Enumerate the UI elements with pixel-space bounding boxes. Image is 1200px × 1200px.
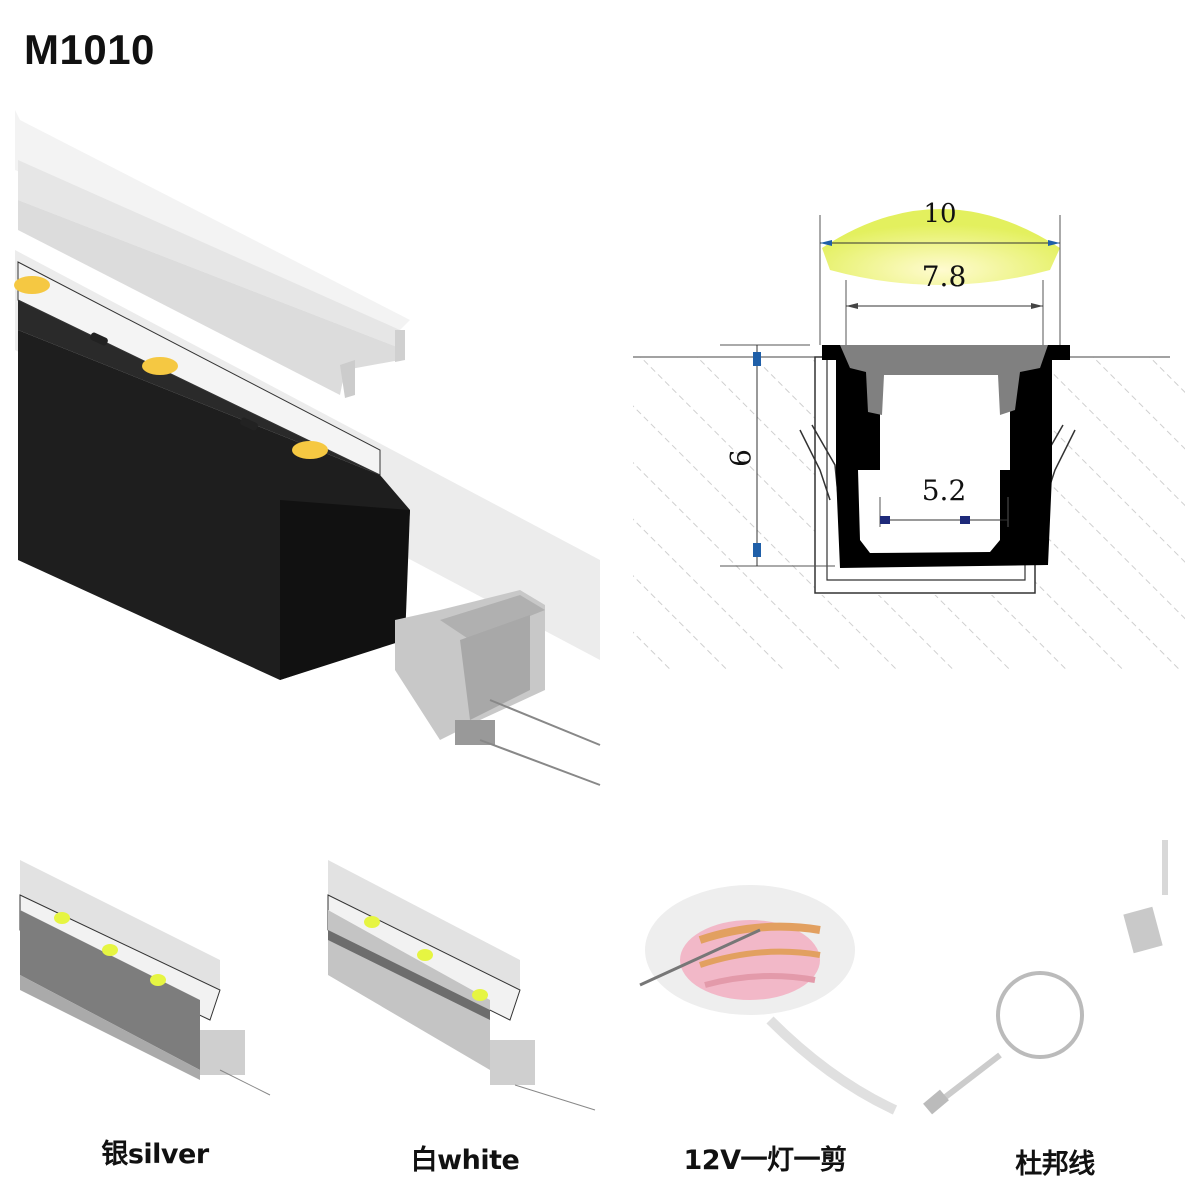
cross-section-drawing: 10 7.8 5.2 9 <box>630 180 1190 680</box>
hero-product-image <box>0 100 620 800</box>
dim-outer-width: 10 <box>923 199 956 229</box>
variant-white-image <box>320 830 610 1120</box>
caption-white: 白white <box>410 1145 520 1176</box>
dim-inner-width: 7.8 <box>922 260 967 293</box>
page-title: M1010 <box>24 26 155 73</box>
dim-height: 9 <box>723 449 756 467</box>
caption-dupont-wire: 杜邦线 <box>1015 1149 1095 1180</box>
variant-dupont-wire-image <box>910 830 1190 1120</box>
dim-bottom-width: 5.2 <box>922 474 967 507</box>
variant-led-strip-image <box>630 830 910 1120</box>
caption-silver: 银silver <box>101 1139 209 1170</box>
variant-silver-image <box>15 830 315 1120</box>
caption-led-strip: 12V一灯一剪 <box>683 1145 847 1176</box>
